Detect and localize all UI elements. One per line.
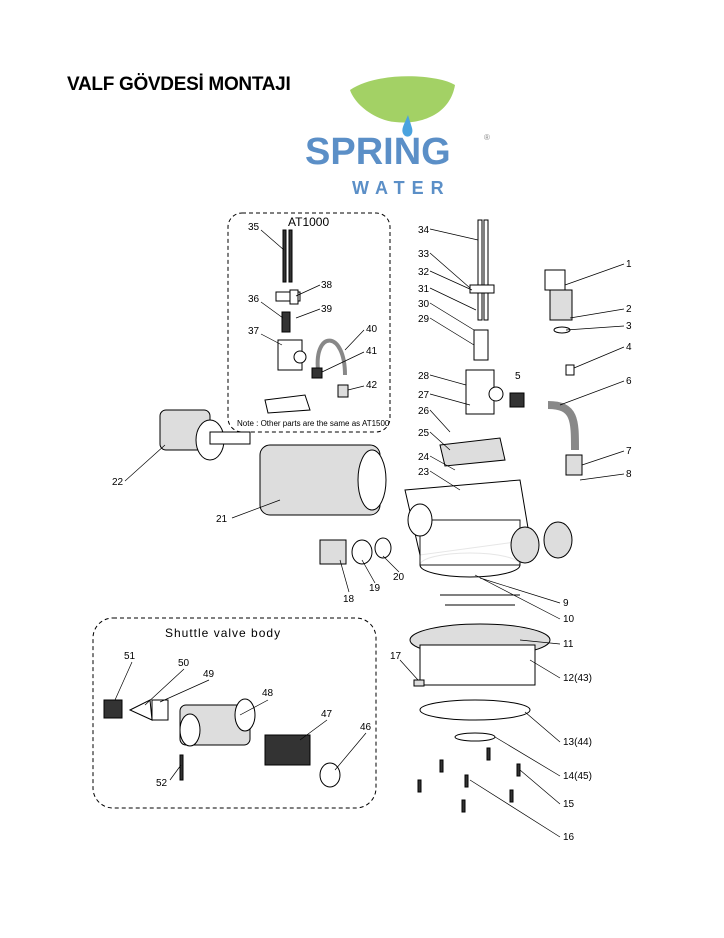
main-callouts: 1 2 3 4 5 6 7 8 9 10 11 12(43) 13(44) 14… bbox=[112, 225, 632, 843]
callout-41: 41 bbox=[366, 346, 378, 357]
callout-48: 48 bbox=[262, 688, 274, 699]
callout-36: 36 bbox=[248, 294, 260, 305]
callout-8: 8 bbox=[626, 469, 632, 480]
leaf-icon bbox=[350, 76, 455, 123]
callout-5: 5 bbox=[515, 371, 521, 382]
callout-20: 20 bbox=[393, 572, 405, 583]
callout-31: 31 bbox=[418, 284, 430, 295]
callout-10: 10 bbox=[563, 614, 575, 625]
callout-38: 38 bbox=[321, 280, 333, 291]
callout-28: 28 bbox=[418, 371, 430, 382]
callout-32: 32 bbox=[418, 267, 430, 278]
callout-39: 39 bbox=[321, 304, 333, 315]
callout-40: 40 bbox=[366, 324, 378, 335]
callout-4: 4 bbox=[626, 342, 632, 353]
callout-42: 42 bbox=[366, 380, 378, 391]
callout-52: 52 bbox=[156, 778, 168, 789]
at1000-title: AT1000 bbox=[288, 215, 329, 229]
callout-34: 34 bbox=[418, 225, 430, 236]
logo-water: WATER bbox=[352, 178, 451, 198]
callout-14-45: 14(45) bbox=[563, 771, 592, 782]
callout-12-43: 12(43) bbox=[563, 673, 592, 684]
callout-35: 35 bbox=[248, 222, 260, 233]
callout-7: 7 bbox=[626, 446, 632, 457]
spring-water-logo: SPRING WATER ® bbox=[305, 76, 490, 198]
callout-22: 22 bbox=[112, 477, 124, 488]
shuttle-title: Shuttle valve body bbox=[165, 626, 281, 640]
valve-parts bbox=[159, 219, 583, 813]
logo-spring: SPRING bbox=[305, 131, 451, 173]
callout-46: 46 bbox=[360, 722, 372, 733]
callout-19: 19 bbox=[369, 583, 381, 594]
callout-29: 29 bbox=[418, 314, 430, 325]
page-title: VALF GÖVDESİ MONTAJI bbox=[67, 74, 291, 95]
at1000-note: Note : Other parts are the same as AT150… bbox=[237, 419, 390, 428]
callout-18: 18 bbox=[343, 594, 355, 605]
water-drop-icon bbox=[402, 115, 413, 137]
callout-2: 2 bbox=[626, 304, 632, 315]
callout-21: 21 bbox=[216, 514, 228, 525]
callout-15: 15 bbox=[563, 799, 575, 810]
callout-47: 47 bbox=[321, 709, 333, 720]
callout-49: 49 bbox=[203, 669, 215, 680]
registered-mark: ® bbox=[484, 133, 490, 142]
callout-6: 6 bbox=[626, 376, 632, 387]
callout-24: 24 bbox=[418, 452, 430, 463]
callout-26: 26 bbox=[418, 406, 430, 417]
callout-17: 17 bbox=[390, 651, 402, 662]
at1000-inset: AT1000 Note : Other parts are the same a… bbox=[227, 212, 391, 433]
leader-lines bbox=[124, 228, 625, 838]
callout-30: 30 bbox=[418, 299, 430, 310]
callout-50: 50 bbox=[178, 658, 190, 669]
callout-25: 25 bbox=[418, 428, 430, 439]
shuttle-valve-inset: Shuttle valve body 51 50 49 48 47 46 52 bbox=[92, 617, 377, 809]
callout-9: 9 bbox=[563, 598, 569, 609]
callout-3: 3 bbox=[626, 321, 632, 332]
callout-33: 33 bbox=[418, 249, 430, 260]
callout-11: 11 bbox=[563, 639, 574, 650]
callout-27: 27 bbox=[418, 390, 430, 401]
callout-16: 16 bbox=[563, 832, 575, 843]
callout-23: 23 bbox=[418, 467, 430, 478]
callout-37: 37 bbox=[248, 326, 260, 337]
callout-13-44: 13(44) bbox=[563, 737, 592, 748]
callout-1: 1 bbox=[626, 259, 632, 270]
callout-51: 51 bbox=[124, 651, 136, 662]
